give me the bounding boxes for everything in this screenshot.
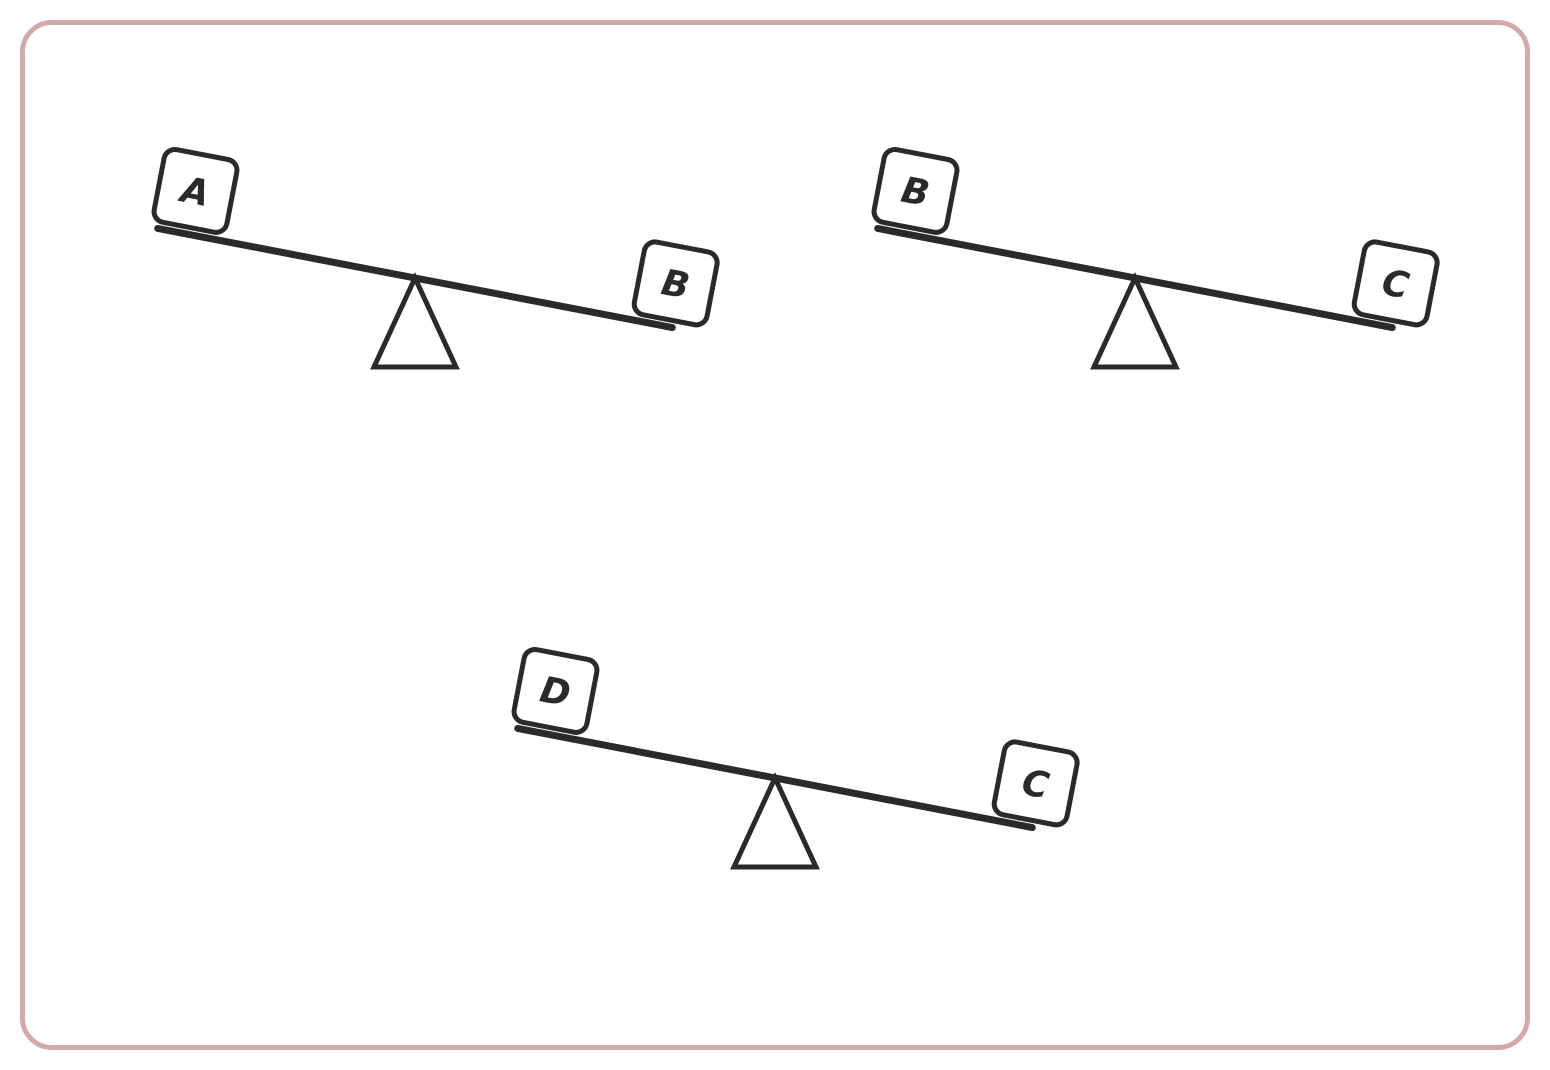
- fulcrum: [1090, 272, 1180, 370]
- block-right: C: [991, 739, 1080, 828]
- plank: [874, 224, 1396, 332]
- plank: [154, 224, 676, 332]
- seesaw-3: D C: [511, 646, 1080, 870]
- block-left: A: [151, 146, 240, 235]
- block-right: B: [631, 239, 720, 328]
- block-right: C: [1351, 239, 1440, 328]
- diagram-frame: [20, 20, 1530, 1050]
- fulcrum: [730, 772, 820, 870]
- seesaw-2: B C: [871, 146, 1440, 370]
- plank: [514, 724, 1036, 832]
- block-left: B: [871, 146, 960, 235]
- block-left: D: [511, 646, 600, 735]
- fulcrum: [370, 272, 460, 370]
- seesaw-1: A B: [151, 146, 720, 370]
